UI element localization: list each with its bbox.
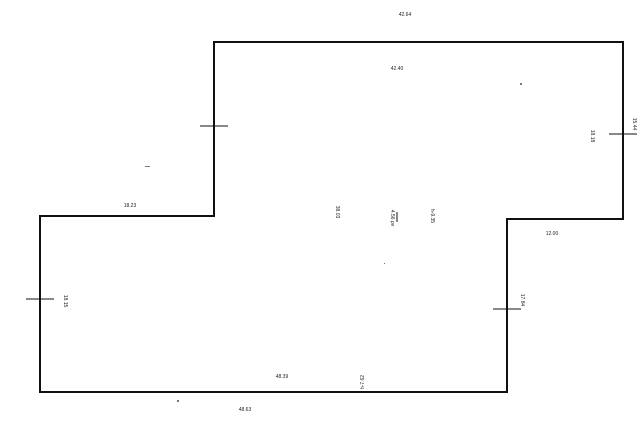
dim-step-right: 12.00 <box>546 231 559 237</box>
dim-bottom-inner: 48.39 <box>276 374 289 380</box>
dim-bottom-outer: 48.63 <box>239 407 252 413</box>
room-outline <box>39 41 624 393</box>
dim-center-mark: 4.56 pv <box>389 210 395 227</box>
speck-4 <box>384 263 385 264</box>
dim-step-right-vertical: 17.84 <box>519 294 525 307</box>
speck-1 <box>145 166 150 167</box>
dim-center-lower: h-7.62 <box>360 375 366 389</box>
dim-center-left: 38.03 <box>334 206 340 219</box>
dim-top-outer: 42.64 <box>399 12 412 18</box>
dim-center-right: h-9.35 <box>429 209 435 223</box>
speck-2 <box>520 83 522 85</box>
dim-left-wall: 18.15 <box>62 295 68 308</box>
dim-top-inner: 42.40 <box>391 66 404 72</box>
speck-3 <box>177 400 179 402</box>
dim-left-upper: 18.23 <box>124 203 137 209</box>
dim-right-outer: 15.44 <box>631 118 637 131</box>
dim-right-inner: 18.18 <box>589 130 595 143</box>
